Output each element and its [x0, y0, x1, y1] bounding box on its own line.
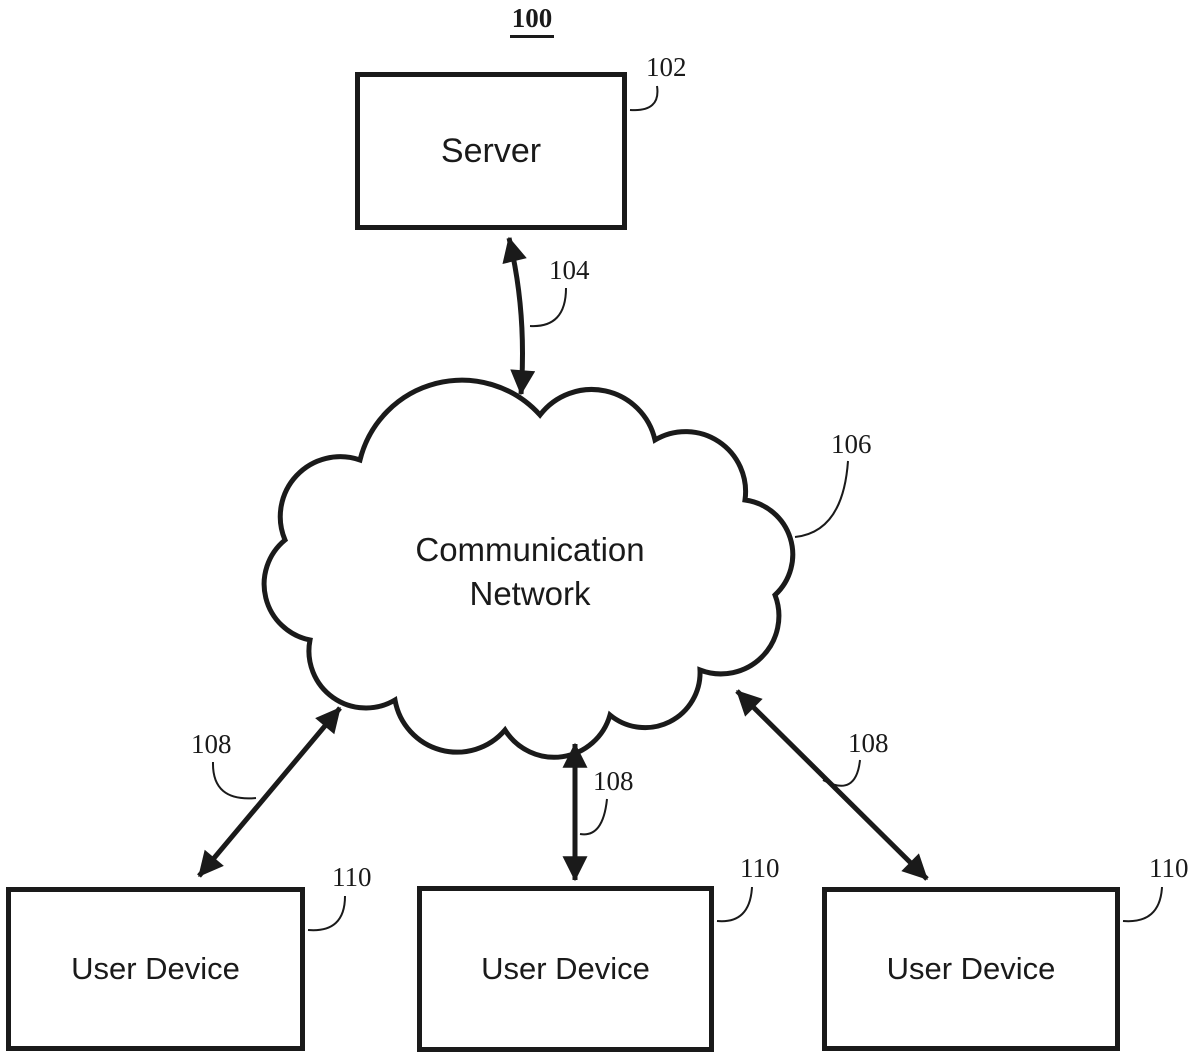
ref-108-middle: 108 [593, 766, 634, 796]
ref-106: 106 [831, 429, 872, 459]
user-device-box-3: User Device [822, 887, 1120, 1051]
figure-number: 100 [492, 3, 572, 38]
arrow-server-network [502, 236, 536, 396]
ref-108-right: 108 [848, 728, 889, 758]
leader-102 [629, 85, 659, 112]
ref-104: 104 [549, 255, 590, 285]
arrow-network-device-1 [197, 706, 342, 878]
leader-110-left [307, 895, 346, 932]
user-device-label-1: User Device [71, 951, 240, 986]
leader-106 [794, 460, 849, 538]
figure-number-text: 100 [509, 3, 555, 38]
leader-108-middle [579, 798, 608, 836]
user-device-box-1: User Device [6, 887, 305, 1051]
network-label-line1: Communication [415, 531, 645, 568]
user-device-label-2: User Device [481, 951, 650, 986]
user-device-label-3: User Device [886, 951, 1056, 986]
server-label: Server [440, 131, 542, 170]
ref-108-left: 108 [191, 729, 232, 759]
ref-110-left: 110 [332, 862, 372, 892]
user-device-box-2: User Device [417, 886, 714, 1052]
leader-110-right [1122, 886, 1163, 923]
network-label: Communication Network [330, 528, 730, 615]
leader-108-left [211, 761, 257, 800]
ref-102: 102 [646, 52, 687, 82]
cloud-shape [261, 377, 796, 760]
leader-108-right [822, 759, 861, 787]
ref-110-middle: 110 [740, 853, 780, 883]
leader-110-middle [716, 886, 753, 923]
server-box: Server [355, 72, 627, 230]
network-label-line2: Network [469, 574, 591, 612]
ref-110-right: 110 [1149, 853, 1189, 883]
leader-104 [529, 287, 567, 328]
